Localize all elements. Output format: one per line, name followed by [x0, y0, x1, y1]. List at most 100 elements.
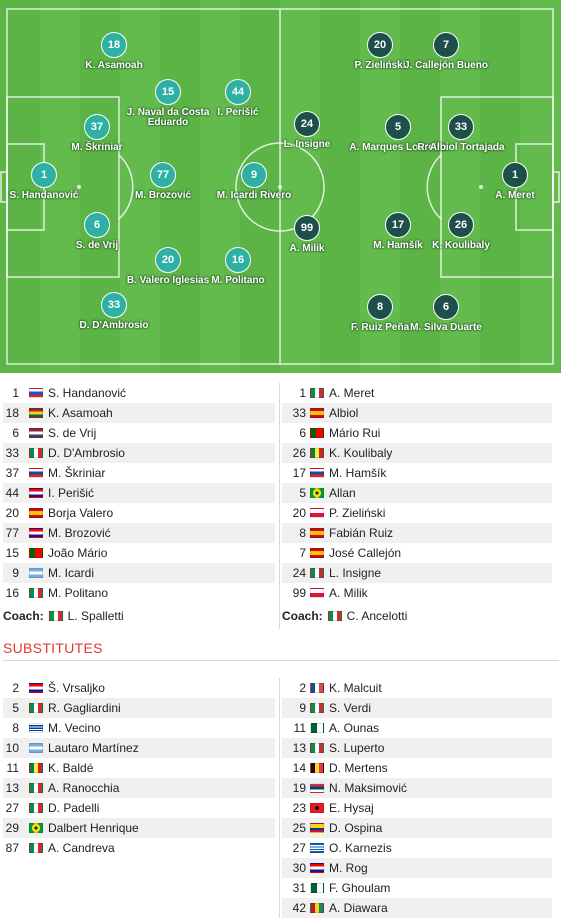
player-name[interactable]: R. Gagliardini — [48, 701, 121, 715]
player-name[interactable]: O. Karnezis — [329, 841, 392, 855]
home-coach-name[interactable]: L. Spalletti — [67, 609, 124, 623]
player-name[interactable]: A. Meret — [329, 386, 375, 400]
player-name[interactable]: I. Perišić — [48, 486, 95, 500]
player-name[interactable]: S. Luperto — [329, 741, 385, 755]
player-name[interactable]: K. Malcuit — [329, 681, 382, 695]
player-name[interactable]: F. Ghoulam — [329, 881, 391, 895]
player-name[interactable]: Lautaro Martínez — [48, 741, 139, 755]
player-name[interactable]: K. Baldé — [48, 761, 94, 775]
player-name[interactable]: Allan — [329, 486, 356, 500]
player-name[interactable]: M. Politano — [48, 586, 109, 600]
player-name[interactable]: João Mário — [48, 546, 108, 560]
player-name[interactable]: M. Rog — [329, 861, 368, 875]
player-name[interactable]: E. Hysaj — [329, 801, 374, 815]
player-name[interactable]: Š. Vrsaljko — [48, 681, 105, 695]
player-name[interactable]: M. Škriniar — [48, 466, 106, 480]
player-name[interactable]: M. Hamšík — [329, 466, 387, 480]
player-name[interactable]: Borja Valero — [48, 506, 114, 520]
player-name[interactable]: A. Milik — [329, 586, 368, 600]
player-name[interactable]: Mário Rui — [329, 426, 381, 440]
player-name[interactable]: K. Koulibaly — [329, 446, 393, 460]
player-name[interactable]: M. Vecino — [48, 721, 101, 735]
player-name[interactable]: José Callejón — [329, 546, 402, 560]
player-name[interactable]: N. Maksimović — [329, 781, 408, 795]
player-name[interactable]: D. Ospina — [329, 821, 383, 835]
player-name[interactable]: D. Mertens — [329, 761, 388, 775]
player-name[interactable]: A. Candreva — [48, 841, 115, 855]
player-name[interactable]: Fabián Ruiz — [329, 526, 394, 540]
player-name[interactable]: Albiol — [329, 406, 359, 420]
player-name[interactable]: Dalbert Henrique — [48, 821, 139, 835]
away-coach-name[interactable]: C. Ancelotti — [346, 609, 408, 623]
player-name[interactable]: A. Ranocchia — [48, 781, 120, 795]
player-name[interactable]: P. Zieliński — [329, 506, 386, 520]
player-name[interactable]: K. Asamoah — [48, 406, 113, 420]
player-name[interactable]: M. Brozović — [48, 526, 111, 540]
player-name[interactable]: A. Ounas — [329, 721, 380, 735]
player-name[interactable]: S. Handanović — [48, 386, 127, 400]
player-name[interactable]: A. Diawara — [329, 901, 388, 915]
player-name[interactable]: M. Icardi — [48, 566, 95, 580]
player-name[interactable]: D. D'Ambrosio — [48, 446, 125, 460]
